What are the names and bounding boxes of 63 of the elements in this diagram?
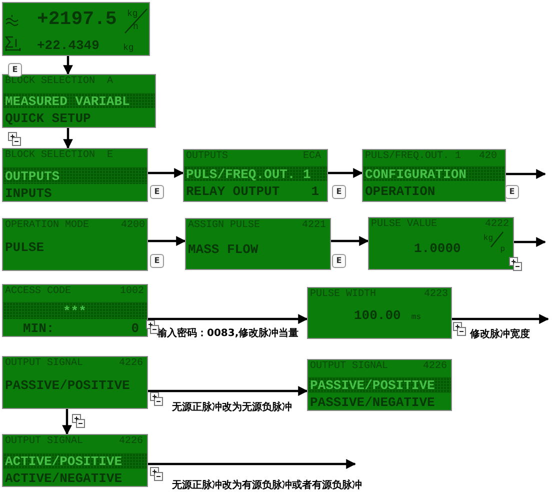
lcd-screen xyxy=(307,287,452,339)
edge-label: 无源正脉冲改为无源负脉冲 xyxy=(172,402,292,413)
arrow xyxy=(148,168,184,178)
key-label: E xyxy=(8,63,22,77)
unit-text: kg xyxy=(123,44,134,53)
edge-label: 修改脉冲宽度 xyxy=(470,329,530,340)
selected-menu-item: OUTPUTS xyxy=(5,170,60,183)
key-label: E xyxy=(150,185,164,199)
lcd-screen xyxy=(368,217,514,270)
lcd-screen xyxy=(362,149,506,202)
screen-text: 100.00 xyxy=(354,309,401,322)
arrow xyxy=(331,236,369,246)
screen-text: 1 xyxy=(311,185,319,198)
arrow xyxy=(148,386,308,396)
edge-label: 无源正脉冲改为有源负脉冲或者有源负脉冲 xyxy=(172,480,362,491)
unit-text: ms xyxy=(411,314,421,322)
arrow xyxy=(148,314,308,324)
unit-text: p xyxy=(500,246,505,254)
lcd-screen xyxy=(2,148,148,202)
lcd-screen xyxy=(2,356,148,409)
screen-text: PASSIVE/POSITIVE xyxy=(5,379,130,392)
lcd-screen xyxy=(2,284,148,337)
lcd-screen xyxy=(2,218,148,271)
unit-text: kg xyxy=(483,235,493,243)
selected-menu-item: PASSIVE/POSITIVE xyxy=(310,379,435,392)
screen-text: MASS FLOW xyxy=(188,243,258,256)
screen-text: RELAY OUTPUT xyxy=(186,185,280,198)
arrow xyxy=(148,236,186,246)
arrow xyxy=(452,314,549,324)
screen-text: OPERATION xyxy=(365,185,436,198)
selected-menu-item: MEASURED VARIABL xyxy=(5,95,130,108)
screen-text: 1.0000 xyxy=(414,242,461,255)
arrow xyxy=(63,128,73,149)
arrow xyxy=(62,409,72,435)
screen-text: QUICK SETUP xyxy=(5,112,91,125)
lcd-screen xyxy=(307,359,452,411)
arrow xyxy=(63,56,73,75)
selected-menu-item: PULS/FREQ.OUT. 1 xyxy=(186,168,311,181)
arrow xyxy=(506,169,546,179)
lcd-screen xyxy=(2,434,148,487)
screen-text: ACTIVE/NEGATIVE xyxy=(5,472,122,485)
key-label: E xyxy=(505,185,519,199)
selected-menu-item: CONFIGURATION xyxy=(365,168,466,181)
lcd-screen xyxy=(2,74,156,128)
screen-text: 0 xyxy=(131,322,139,335)
lcd-screen xyxy=(185,218,331,270)
screen-text: PASSIVE/NEGATIVE xyxy=(310,396,435,409)
screen-text: PULSE xyxy=(5,241,44,254)
arrow xyxy=(148,459,356,469)
key-label: E xyxy=(332,254,346,268)
lcd-screen xyxy=(183,149,328,202)
arrow xyxy=(328,168,363,178)
screen-text: INPUTS xyxy=(5,187,52,200)
key-label: E xyxy=(332,185,346,199)
screen-text: +22.4349 xyxy=(37,39,100,52)
key-label: E xyxy=(150,254,164,268)
lcd-screen xyxy=(2,2,150,56)
arrow xyxy=(514,237,546,247)
screen-text: MIN: xyxy=(23,322,54,335)
selected-menu-item: ACTIVE/POSITIVE xyxy=(5,455,122,468)
selected-menu-item: *** xyxy=(63,305,86,318)
screen-text: +2197.5 xyxy=(37,10,117,29)
unit-text: kg xyxy=(127,10,138,19)
